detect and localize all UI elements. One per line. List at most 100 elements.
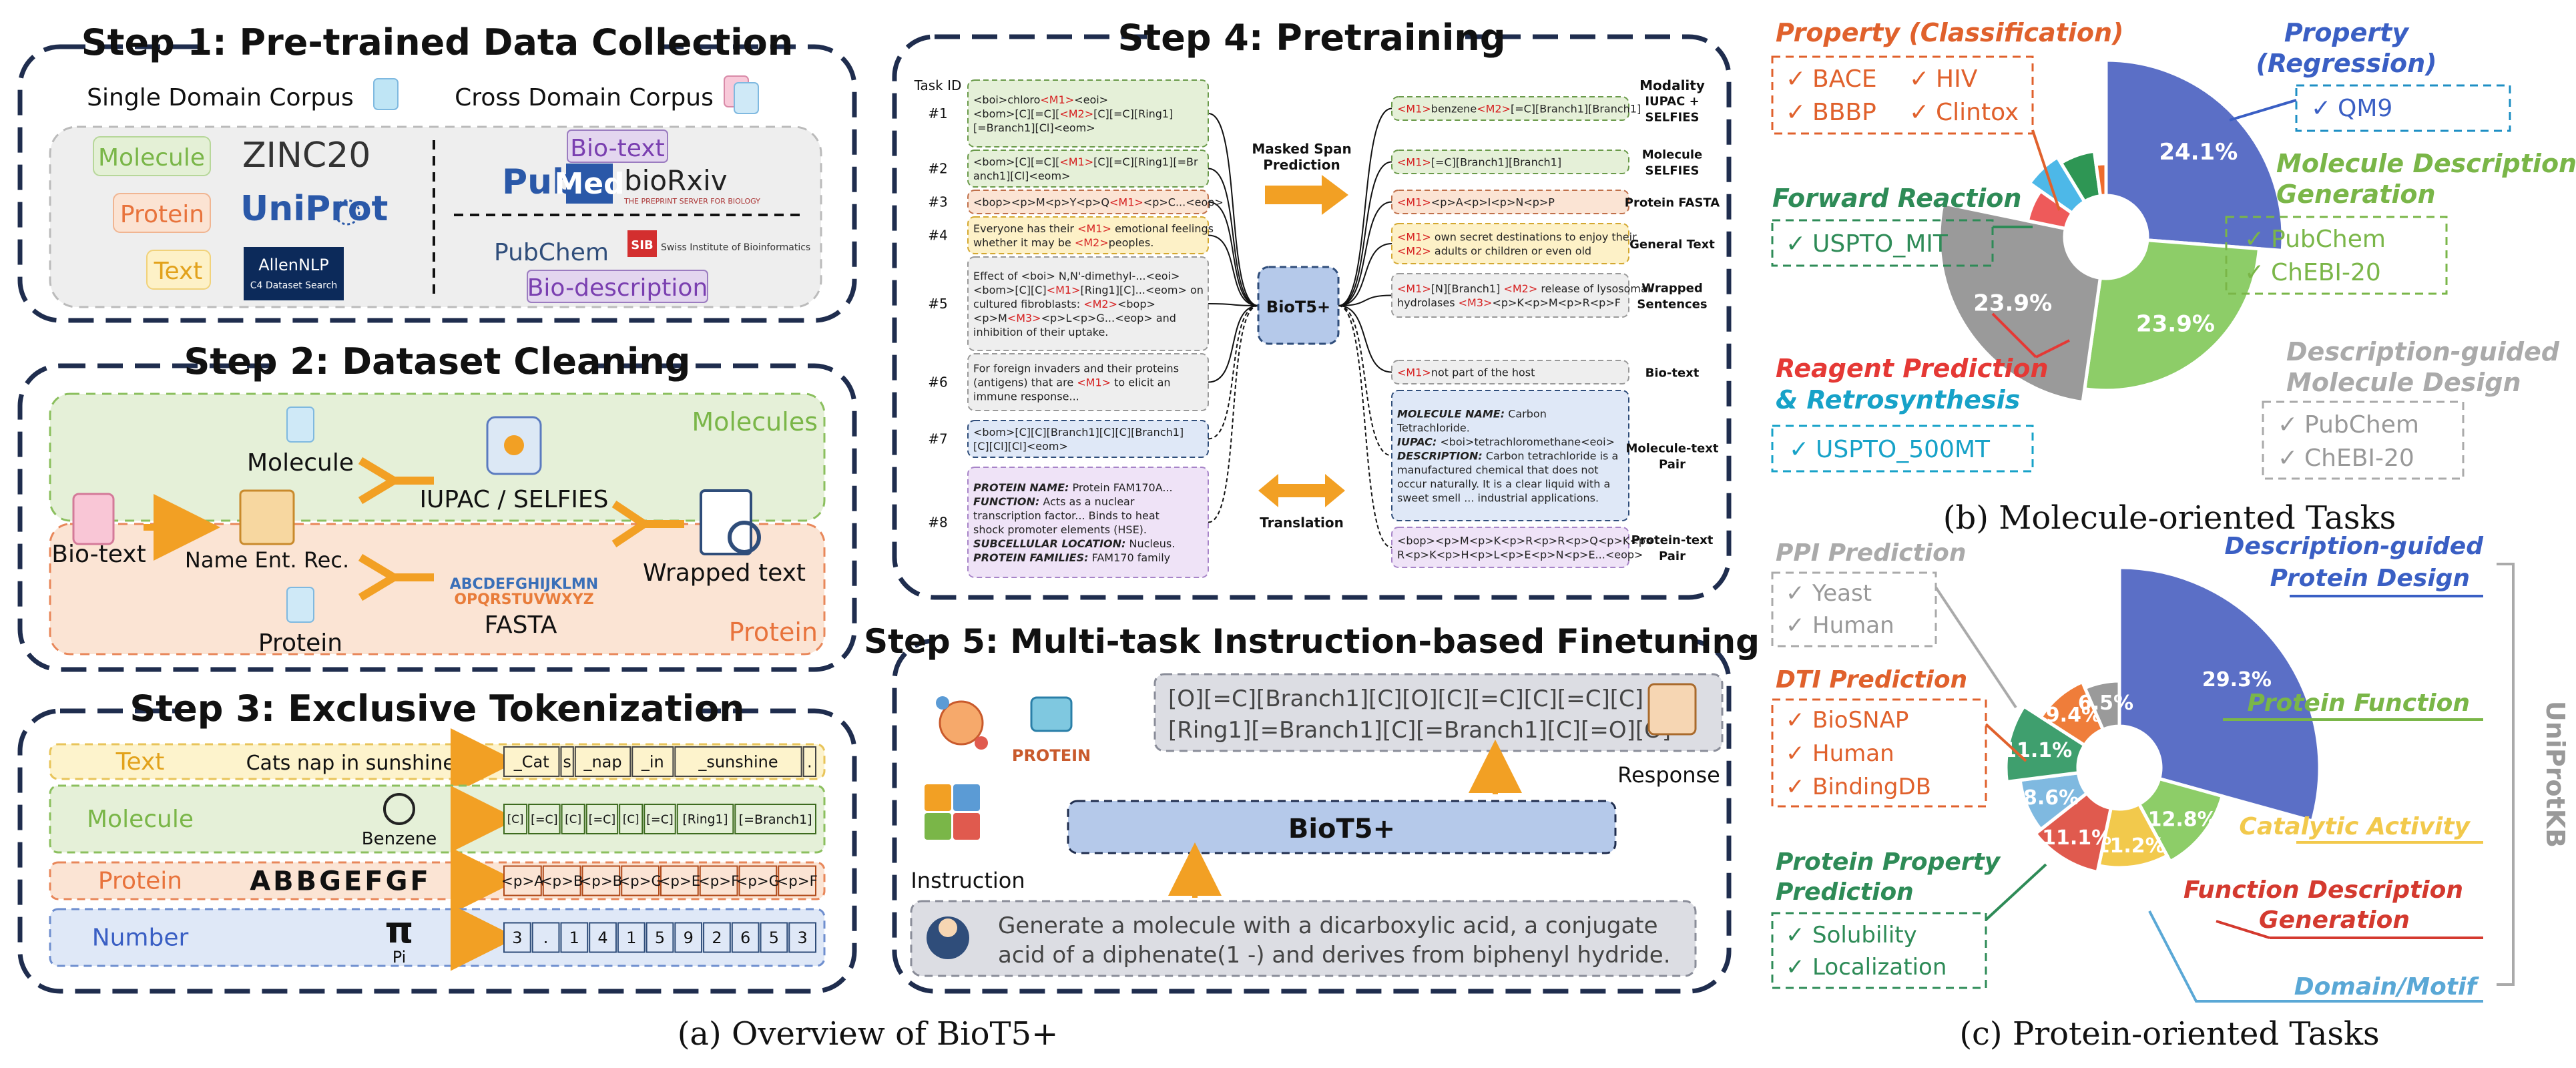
pretrain-text-line: manufactured chemical that does not xyxy=(1397,463,1599,476)
pie-slice xyxy=(2027,154,2087,216)
token-box xyxy=(589,922,617,953)
svg-text:Response: Response xyxy=(1617,762,1720,788)
cross-domain-label: Cross Domain Corpus xyxy=(455,84,714,111)
uniprot-bracket xyxy=(2497,563,2515,986)
ppi-box xyxy=(1771,571,1937,647)
pretrain-text-line: DESCRIPTION: Carbon tetrachloride is a xyxy=(1397,449,1618,462)
svg-text:Property: Property xyxy=(2284,18,2410,47)
token-box xyxy=(531,922,560,953)
pretrain-text-line: <M1>[N][Branch1] <M2> release of lysosom… xyxy=(1397,282,1650,295)
pretrain-text-line: sweet smell ... industrial applications. xyxy=(1397,491,1599,504)
task-id: #1 xyxy=(928,105,947,121)
token-text: <p>F xyxy=(698,873,739,890)
svg-text:✓: ✓ xyxy=(2244,226,2264,253)
svg-text:Domain/Motif: Domain/Motif xyxy=(2294,973,2480,1001)
svg-text:Forward Reaction: Forward Reaction xyxy=(1772,184,2021,213)
protein-band xyxy=(49,523,826,655)
molecule-tag: Molecule xyxy=(98,144,205,172)
step5-title: Step 5: Multi-task Instruction-based Fin… xyxy=(864,622,1760,661)
token-box xyxy=(760,922,788,953)
pretrain-text-line: SUBCELLULAR LOCATION: Nucleus. xyxy=(973,537,1175,550)
pretrain-text-line: immune response... xyxy=(973,390,1079,403)
svg-text:SIB: SIB xyxy=(631,238,653,252)
molecule-pie: 24.1%23.9%23.9% xyxy=(1937,58,2285,405)
pie-slice xyxy=(2083,679,2121,732)
token-box xyxy=(542,865,581,896)
modality-label: Sentences xyxy=(1637,298,1707,312)
svg-text:✓: ✓ xyxy=(1789,436,1809,463)
pretrain-output-5: <M1>[N][Branch1] <M2> release of lysosom… xyxy=(1391,273,1708,318)
response-person-icon xyxy=(1647,683,1697,736)
svg-text:Protein Function: Protein Function xyxy=(2247,690,2470,717)
pretrain-input-3: #3<bop><p>M<p>Y<p>Q<M1><p>C...<eop> xyxy=(928,190,1224,214)
token-box xyxy=(619,804,643,834)
token-text: 3 xyxy=(797,928,807,947)
pretrain-text-line: [=Branch1][Cl]<eom> xyxy=(973,121,1095,134)
svg-text:Reagent Prediction: Reagent Prediction xyxy=(1776,354,2049,383)
pretrain-input-box xyxy=(967,150,1209,188)
svg-text:Generation: Generation xyxy=(2276,180,2436,209)
pretrain-text-line: <M1> own secret destinations to enjoy th… xyxy=(1397,230,1637,243)
pie-slice-label: 29.3% xyxy=(2202,668,2272,692)
modality-label: SELFIES xyxy=(1645,111,1700,125)
prop-class-box xyxy=(1771,55,2034,135)
response-text-2: [Ring1][=Branch1][C][=Branch1][C][=O][O] xyxy=(1168,717,1671,744)
modality-label: Protein FASTA xyxy=(1625,196,1720,210)
molecules-band xyxy=(49,392,826,522)
svg-text:✓: ✓ xyxy=(1786,922,1805,949)
token-box xyxy=(585,804,619,834)
pie-slice xyxy=(2094,162,2108,198)
svg-text:ChEBI-20: ChEBI-20 xyxy=(2304,445,2414,472)
token-box xyxy=(699,865,738,896)
pretrain-text-line: transcription factor... Binds to heat xyxy=(973,509,1160,522)
pretrain-wires xyxy=(1208,107,1392,548)
pretrain-input-2: #2<bom>[C][=C][<M1>[C][=C][Ring1][=Branc… xyxy=(928,150,1209,188)
response-text-1: [O][=C][Branch1][C][O][C][=C][C][=C][C] … xyxy=(1168,686,1672,712)
token-text: [=C] xyxy=(531,813,558,826)
pie-slice-label: 11.2% xyxy=(2096,834,2165,858)
pretrain-text-line: Tetrachloride. xyxy=(1396,421,1470,434)
svg-text:Translation: Translation xyxy=(1260,515,1344,531)
token-row-label: Text xyxy=(115,748,165,776)
pie-slice xyxy=(2117,565,2322,824)
pretrain-text-line: Effect of <boi> N,N'-dimethyl-...<eoi> xyxy=(973,270,1180,282)
svg-text:PROTEIN: PROTEIN xyxy=(1012,746,1091,765)
svg-text:ChEBI-20: ChEBI-20 xyxy=(2271,259,2381,286)
token-box xyxy=(674,922,703,953)
step3-title: Step 3: Exclusive Tokenization xyxy=(130,688,744,730)
svg-text:DTI Prediction: DTI Prediction xyxy=(1776,666,1967,694)
svg-text:IUPAC / SELFIES: IUPAC / SELFIES xyxy=(419,486,608,513)
token-box xyxy=(738,865,778,896)
response-box xyxy=(1153,673,1724,752)
svg-text:✓: ✓ xyxy=(1786,99,1806,126)
modality-label: Molecule-text xyxy=(1625,442,1718,456)
pretrain-input-box xyxy=(967,353,1209,411)
pie-slice-label: 8.6% xyxy=(2023,786,2079,810)
token-box xyxy=(503,865,542,896)
svg-text:✓: ✓ xyxy=(1786,230,1806,258)
svg-text:Localization: Localization xyxy=(1812,954,1947,981)
svg-text:& Retrosynthesis: & Retrosynthesis xyxy=(1776,385,2020,415)
svg-text:Protein Design: Protein Design xyxy=(2270,565,2470,592)
svg-text:Med: Med xyxy=(554,167,624,201)
reagent-box xyxy=(1771,425,2034,473)
biorxiv-logo: bioRxiv xyxy=(624,164,728,197)
svg-text:✓: ✓ xyxy=(1786,707,1805,734)
step1-title: Step 1: Pre-trained Data Collection xyxy=(81,21,793,63)
pie-slice xyxy=(2033,790,2113,874)
bio-description-tag: Bio-description xyxy=(527,274,708,302)
svg-text:Molecules: Molecules xyxy=(692,407,818,437)
token-box xyxy=(574,746,631,777)
token-text: 5 xyxy=(769,928,779,947)
pretrain-output-box xyxy=(1391,273,1629,318)
pretrain-text-line: whether it may be <M2>peoples. xyxy=(973,236,1153,249)
svg-text:✓: ✓ xyxy=(2311,95,2331,122)
bio-text-tag: Bio-text xyxy=(570,135,664,162)
token-text: 4 xyxy=(597,928,607,947)
pie-slice xyxy=(2004,704,2087,784)
svg-text:Wrapped text: Wrapped text xyxy=(643,559,806,587)
svg-text:BindingDB: BindingDB xyxy=(1812,774,1931,800)
pie-slice-label: 23.9% xyxy=(2136,310,2215,337)
pretrain-output-4: <M1> own secret destinations to enjoy th… xyxy=(1391,223,1715,264)
